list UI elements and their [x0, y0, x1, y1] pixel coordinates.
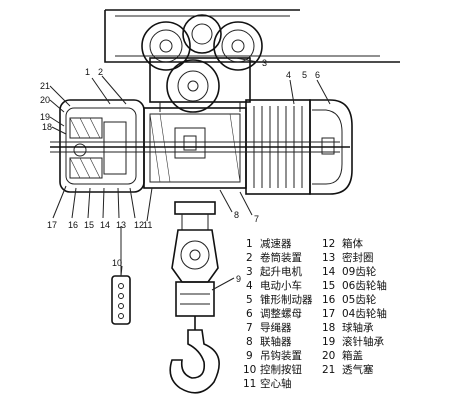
legend-num: 13	[322, 252, 335, 264]
legend-text: 吊钩装置	[260, 349, 302, 362]
callout-9: 9	[236, 274, 241, 284]
leader-lines	[49, 57, 331, 291]
legend-text: 卷筒装置	[260, 251, 302, 264]
legend-text: 04齿轮轴	[342, 307, 387, 320]
callout-15: 15	[84, 220, 94, 230]
legend-num: 11	[243, 378, 256, 390]
legend-num: 1	[246, 238, 253, 250]
legend-text: 减速器	[260, 238, 292, 250]
callout-21: 21	[40, 81, 50, 91]
legend-text: 导绳器	[260, 321, 292, 334]
callout-14: 14	[100, 220, 110, 230]
legend-text: 起升电机	[260, 265, 302, 278]
legend-num: 8	[246, 336, 253, 348]
legend-num: 15	[322, 280, 335, 292]
callout-19: 19	[40, 112, 50, 122]
electric-trolley	[104, 9, 400, 113]
legend-text: 09齿轮	[342, 265, 377, 278]
callout-4: 4	[286, 70, 291, 80]
legend-num: 7	[246, 322, 253, 334]
legend-text: 锥形制动器	[260, 293, 313, 306]
legend-num: 9	[246, 350, 253, 362]
legend-num: 5	[246, 294, 253, 306]
legend-text: 空心轴	[260, 377, 292, 390]
legend-text: 05齿轮	[342, 293, 377, 306]
legend-column-left: 1 减速器 2 卷筒装置 3 起升电机 4 电动小车 5 锥形制动器 6 调整螺…	[243, 238, 313, 390]
callout-16: 16	[68, 220, 78, 230]
legend-text: 调整螺母	[260, 307, 302, 320]
legend-num: 2	[246, 252, 253, 264]
legend-text: 06齿轮轴	[342, 279, 387, 292]
legend-num: 19	[322, 336, 335, 348]
legend-column-right: 12 箱体 13 密封圈 14 09齿轮 15 06齿轮轴 16 05齿轮 17…	[322, 237, 387, 376]
legend-text: 箱盖	[342, 349, 363, 362]
callout-10: 10	[112, 258, 122, 268]
callout-13: 13	[116, 220, 126, 230]
legend-text: 控制按钮	[260, 363, 302, 376]
callout-3: 3	[262, 58, 267, 68]
legend-text: 滚针轴承	[342, 335, 384, 348]
callout-20: 20	[40, 95, 50, 105]
legend-text: 箱体	[342, 237, 363, 250]
callout-11: 11	[143, 220, 152, 230]
callout-labels: 1 2 3 4 5 6 7 8 9 10 11 12 13 14 15 16 1…	[40, 58, 320, 284]
legend-num: 4	[246, 280, 253, 292]
callout-12: 12	[134, 220, 144, 230]
callout-1: 1	[85, 67, 90, 77]
legend-num: 14	[322, 266, 336, 278]
hook-assembly	[169, 201, 220, 394]
legend-num: 16	[322, 294, 336, 306]
callout-8: 8	[234, 210, 239, 220]
parts-legend: 1 减速器 2 卷筒装置 3 起升电机 4 电动小车 5 锥形制动器 6 调整螺…	[243, 237, 387, 390]
legend-text: 透气塞	[342, 363, 374, 376]
legend-num: 10	[243, 364, 256, 376]
legend-num: 3	[246, 266, 253, 278]
callout-18: 18	[42, 122, 52, 132]
legend-text: 密封圈	[342, 251, 374, 264]
legend-num: 12	[322, 238, 335, 250]
legend-num: 18	[322, 322, 335, 334]
legend-num: 21	[322, 364, 335, 376]
legend-text: 球轴承	[342, 321, 374, 334]
callout-6: 6	[315, 70, 320, 80]
callout-7: 7	[254, 214, 259, 224]
legend-num: 20	[322, 350, 335, 362]
legend-num: 17	[322, 308, 335, 320]
callout-17: 17	[47, 220, 57, 230]
legend-text: 电动小车	[260, 279, 302, 292]
legend-text: 联轴器	[260, 335, 292, 348]
callout-5: 5	[302, 70, 307, 80]
legend-num: 6	[246, 308, 253, 320]
hoist-body	[50, 99, 353, 195]
callout-2: 2	[98, 67, 103, 77]
